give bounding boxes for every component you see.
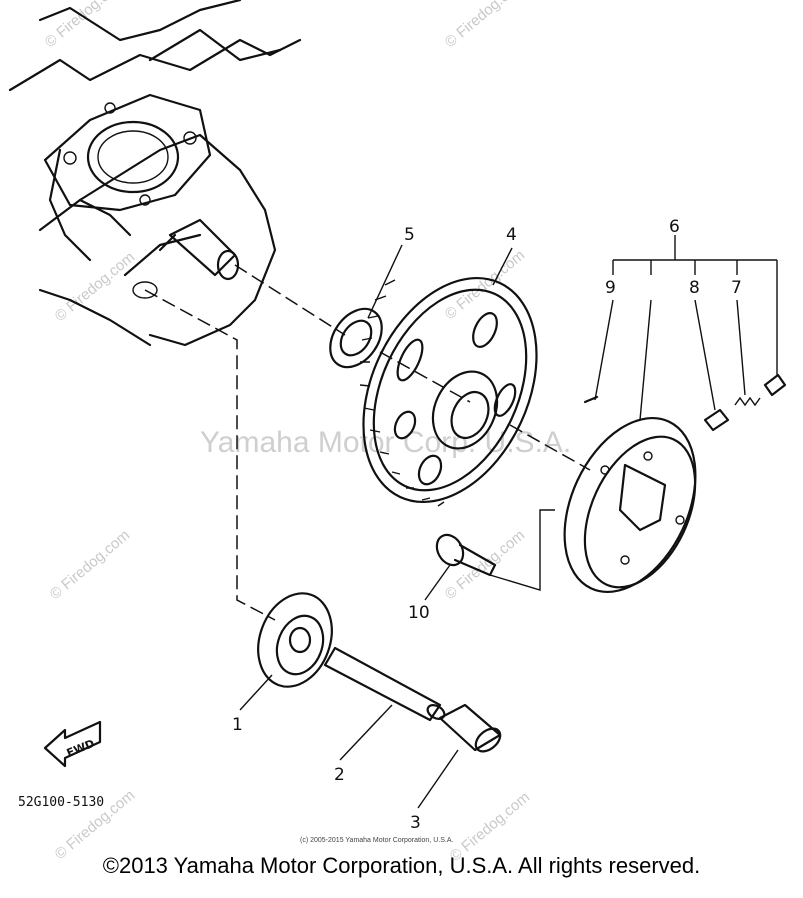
callout-10: 10 [408, 603, 430, 623]
callout-9: 9 [605, 278, 616, 298]
footer-copyright: ©2013 Yamaha Motor Corporation, U.S.A. A… [102, 853, 701, 878]
callout-6: 6 [669, 217, 680, 237]
drawing-code: 52G100-5130 [18, 795, 104, 810]
callout-2: 2 [334, 765, 345, 785]
fwd-label: FWD [65, 737, 97, 760]
part-8-plunger [703, 408, 730, 432]
part-1-small-gear [257, 592, 333, 688]
callout-7: 7 [731, 278, 742, 298]
callout-5: 5 [404, 225, 415, 245]
watermark-group: Yamaha Motor Corp. U.S.A. © Firedog.com … [42, 0, 572, 865]
part-10-bolt [435, 533, 497, 577]
engine-crankcase [8, 0, 302, 347]
part-6-cap [763, 373, 787, 397]
callout-3: 3 [410, 813, 421, 833]
callout-numbers: 1 2 3 4 5 6 7 8 9 10 [232, 217, 742, 833]
part-4-large-gear [359, 276, 538, 507]
small-copyright: (c) 2005-2015 Yamaha Motor Corporation, … [300, 837, 453, 844]
site-watermark: © Firedog.com [47, 527, 133, 603]
part-5-washer [329, 307, 383, 369]
part-6-clutch-housing [563, 416, 697, 594]
assembly-lines [144, 264, 591, 621]
callout-8: 8 [689, 278, 700, 298]
site-watermark: © Firedog.com [442, 0, 528, 51]
callout-leaders [239, 235, 778, 809]
part-7-spring [734, 396, 761, 407]
part-3-collar [438, 703, 502, 753]
site-watermark: © Firedog.com [42, 0, 128, 51]
callout-1: 1 [232, 715, 243, 735]
callout-4: 4 [506, 225, 517, 245]
fwd-arrow: FWD [43, 720, 102, 768]
